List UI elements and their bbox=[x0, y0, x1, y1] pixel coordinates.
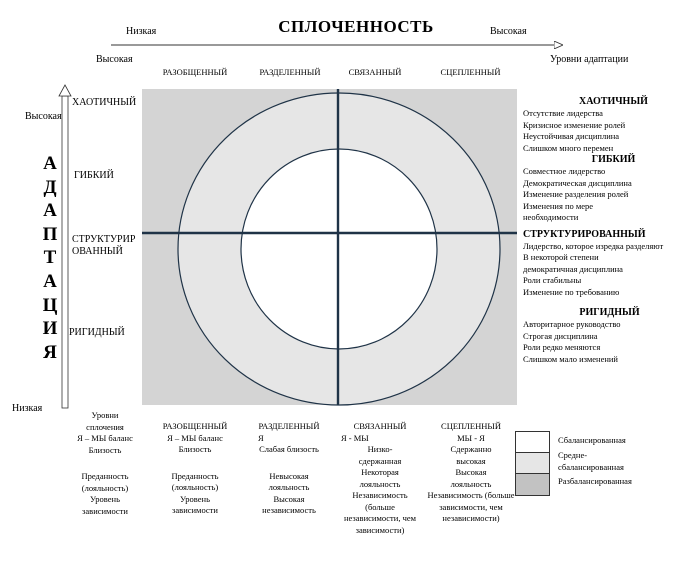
table-cell-loyalty: Высокая лояльность bbox=[450, 467, 492, 489]
legend-label-balanced: Сбалансированная bbox=[558, 435, 626, 445]
adaptability-level-flexible: ГИБКИЙ bbox=[74, 170, 114, 181]
structured-item: Лидерство, которое изредка разделяют bbox=[523, 240, 664, 251]
table-col-disengaged: РАЗОБЩЕННЫЙ Я – МЫ баланс Близость Преда… bbox=[150, 421, 240, 517]
table-cell-balance: Я – МЫ баланс bbox=[167, 432, 223, 443]
structured-item: Изменение по требованию bbox=[523, 286, 620, 297]
table-col-separated: РАЗДЕЛЕННЫЙ Я Слабая близость Невысокая … bbox=[244, 421, 334, 517]
legend-swatch-balanced bbox=[515, 431, 550, 454]
table-col-cohesion-levels: Уровни сплочения Я – МЫ баланс Близость … bbox=[62, 410, 148, 517]
chaotic-item: Неустойчивая дисциплина bbox=[523, 131, 620, 141]
table-cell-loyalty: Преданность (лояльность) bbox=[171, 470, 219, 493]
table-cell-balance: Я - МЫ bbox=[341, 432, 369, 443]
adaptation-axis-bar bbox=[61, 95, 69, 409]
table-cell-closeness: Низко- сдержанная bbox=[358, 444, 402, 466]
main-title: СПЛОЧЕННОСТЬ bbox=[278, 17, 434, 36]
table-header: СЦЕПЛЕННЫЙ bbox=[441, 421, 501, 431]
flexible-title: ГИБКИЙ bbox=[591, 154, 636, 165]
adaptation-axis-arrowhead bbox=[58, 84, 72, 97]
rigid-item: Строгая дисциплина bbox=[523, 330, 598, 341]
cohesion-level-separated: РАЗДЕЛЕННЫЙ bbox=[259, 67, 321, 77]
adaptability-level-rigid: РИГИДНЫЙ bbox=[69, 327, 125, 338]
adaptability-level-chaotic: ХАОТИЧНЫЙ bbox=[72, 97, 137, 108]
vertical-title-letter: Я bbox=[43, 341, 57, 363]
structured-title: СТРУКТУРИРОВАННЫЙ bbox=[523, 228, 646, 240]
cohesion-high-label: Высокая bbox=[490, 26, 527, 37]
vertical-title-letter: А bbox=[43, 270, 57, 292]
table-header: СВЯЗАННЫЙ bbox=[353, 421, 407, 431]
adaptability-level-structured: СТРУКТУРИР ОВАННЫЙ bbox=[72, 234, 136, 257]
table-cell-loyalty: Некоторая лояльность bbox=[359, 467, 401, 489]
cohesion-level-enmeshed: СЦЕПЛЕННЫЙ bbox=[440, 67, 501, 77]
rigid-title: РИГИДНЫЙ bbox=[579, 307, 640, 318]
legend-swatch-unbalanced bbox=[515, 473, 550, 496]
table-cell-loyalty: Невысокая лояльность bbox=[268, 470, 310, 493]
table-header: РАЗОБЩЕННЫЙ bbox=[162, 421, 228, 431]
table-cell-closeness: Близость bbox=[178, 444, 212, 454]
cohesion-level-connected: СВЯЗАННЫЙ bbox=[348, 67, 402, 77]
adaptation-levels-label: Уровни адаптации bbox=[550, 54, 629, 65]
rigid-item: Авторитарное руководство bbox=[523, 319, 621, 329]
chaotic-title: ХАОТИЧНЫЙ bbox=[579, 96, 648, 107]
flexible-item: Демократическая дисциплина bbox=[523, 177, 632, 188]
table-cell-balance: Я bbox=[258, 432, 264, 443]
vertical-title-letter: А bbox=[43, 200, 57, 222]
table-cell-balance: МЫ - Я bbox=[457, 432, 485, 443]
rigid-item: Роли редко меняются bbox=[523, 342, 601, 352]
legend-label-mid-range: Средне- сбалансированная bbox=[558, 450, 624, 472]
table-cell-dependency: Независимость (больше зависимости, чем н… bbox=[427, 490, 515, 523]
vertical-title-letter: Ц bbox=[42, 294, 58, 316]
table-col-connected: СВЯЗАННЫЙ Я - МЫ Низко- сдержанная Некот… bbox=[335, 421, 425, 536]
cohesion-level-disengaged: РАЗОБЩЕННЫЙ bbox=[162, 67, 228, 77]
table-col-enmeshed: СЦЕПЛЕННЫЙ МЫ - Я Сдержанно высокая Высо… bbox=[425, 421, 517, 525]
structured-item: Роли стабильны bbox=[523, 275, 582, 285]
legend-label-unbalanced: Разбалансированная bbox=[558, 476, 632, 486]
table-cell-dependency: Уровень зависимости bbox=[172, 493, 218, 516]
structured-item: В некоторой степени демократичная дисцип… bbox=[523, 252, 623, 274]
table-cell-closeness: Слабая близость bbox=[259, 444, 319, 454]
adaptation-high-top-label: Высокая bbox=[96, 54, 133, 65]
table-cell-dependency: Уровень зависимости bbox=[82, 494, 128, 516]
vertical-title-letter: Д bbox=[43, 176, 57, 198]
flexible-item: Изменение разделения ролей bbox=[523, 189, 629, 199]
table-cell-closeness: Сдержанно высокая bbox=[450, 444, 492, 466]
rigid-item: Слишком мало изменений bbox=[523, 353, 618, 364]
chaotic-item: Слишком много перемен bbox=[523, 142, 614, 153]
table-cell-dependency: Независимость (больше независимости, чем… bbox=[344, 490, 416, 535]
table-cell-balance: Я – МЫ баланс bbox=[77, 433, 133, 443]
vertical-title-letter: И bbox=[42, 318, 58, 340]
adaptability-description-panel: ХАОТИЧНЫЙ Отсутствие лидерства Кризисное… bbox=[523, 96, 688, 365]
adaptation-low-label: Низкая bbox=[12, 403, 43, 414]
chaotic-item: Кризисное изменение ролей bbox=[523, 119, 626, 130]
flexible-item: Изменения по мере необходимости bbox=[523, 200, 594, 223]
vertical-title-letter: А bbox=[43, 153, 57, 174]
flexible-item: Совместное лидерство bbox=[523, 166, 606, 176]
table-cell-loyalty: Преданность (лояльность) bbox=[81, 471, 129, 493]
vertical-title-letter: П bbox=[42, 223, 58, 245]
table-header: РАЗДЕЛЕННЫЙ bbox=[258, 421, 320, 431]
cohesion-low-label: Низкая bbox=[126, 26, 157, 37]
vertical-title: А Д А П Т А Ц И Я bbox=[37, 152, 63, 364]
vertical-title-letter: Т bbox=[43, 247, 57, 269]
adaptation-high-label: Высокая bbox=[25, 111, 62, 122]
table-header: Уровни сплочения bbox=[86, 410, 124, 432]
legend-swatch-mid-range bbox=[515, 452, 550, 475]
table-cell-dependency: Высокая независимость bbox=[262, 493, 316, 516]
chaotic-item: Отсутствие лидерства bbox=[523, 108, 603, 118]
table-cell-closeness: Близость bbox=[88, 444, 122, 455]
